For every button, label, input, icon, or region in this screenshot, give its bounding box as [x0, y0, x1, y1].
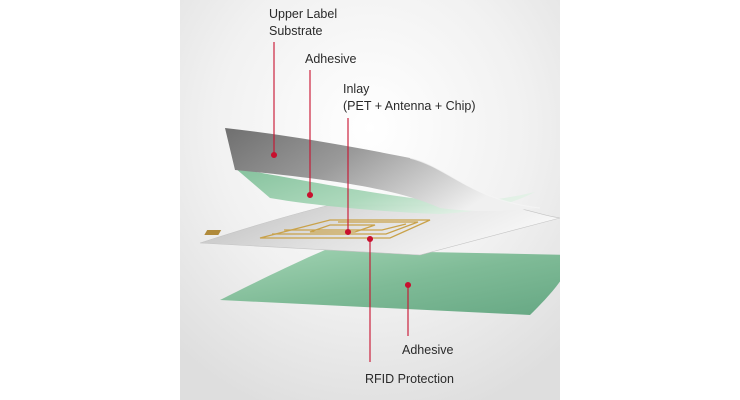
leader-dot-adhesive-top [306, 191, 314, 199]
upper-label-line2: Substrate [269, 24, 323, 38]
rfid-protection-layer [220, 250, 560, 315]
antenna-trace [259, 219, 431, 239]
rfid-layer-diagram [180, 0, 560, 400]
leader-dot-upper-label [270, 151, 278, 159]
leader-dot-rfid-protection [366, 235, 374, 243]
inlay-line2: (PET + Antenna + Chip) [343, 99, 476, 113]
adhesive-bottom-label: Adhesive [402, 343, 454, 357]
leader-dot-inlay [344, 228, 352, 236]
upper-label-substrate-layer [225, 128, 540, 211]
adhesive-top-label: Adhesive [305, 52, 357, 66]
inlay-label: Inlay (PET + Antenna + Chip) [343, 81, 476, 115]
leader-dot-adhesive-bottom [404, 281, 412, 289]
upper-label-substrate-label: Upper Label Substrate [269, 6, 337, 40]
inlay-line1: Inlay [343, 82, 370, 96]
upper-label-curl-highlight [409, 157, 541, 209]
upper-label-line1: Upper Label [269, 7, 338, 21]
rfid-protection-label: RFID Protection [365, 372, 454, 386]
chip [204, 230, 222, 235]
diagram-panel: Upper Label Substrate Adhesive Inlay (PE… [180, 0, 560, 400]
